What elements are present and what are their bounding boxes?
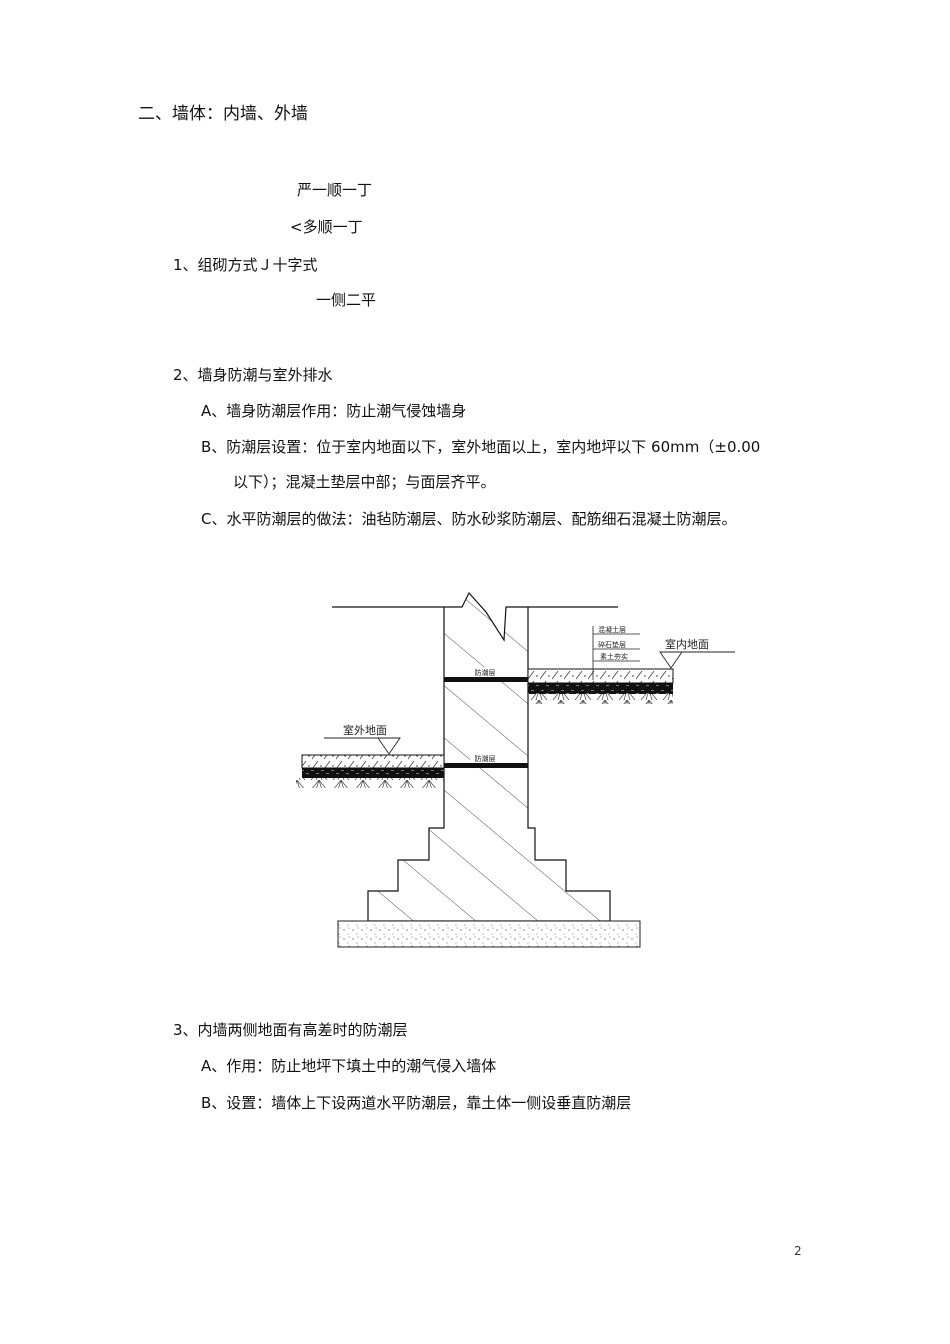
dpc-lower bbox=[444, 763, 528, 768]
outdoor-concrete bbox=[301, 754, 445, 769]
bond-item-1: 严一顺一丁 bbox=[297, 181, 373, 199]
bond-method-label: 1、组砌方式Ｊ十字式 bbox=[173, 256, 318, 274]
damp-proof-course-diagram: 防潮层 防潮层 混凝土层 碎石垫层 素土夯实 室内地面 室外地面 bbox=[296, 591, 735, 948]
section-3-a: A、作用：防止地坪下填土中的潮气侵入墙体 bbox=[201, 1057, 497, 1075]
outdoor-gravel bbox=[302, 768, 444, 778]
indoor-gravel bbox=[528, 683, 673, 694]
dpc-upper bbox=[444, 677, 528, 682]
bond-item-4: 一侧二平 bbox=[316, 291, 377, 309]
indoor-concrete bbox=[527, 668, 674, 684]
bond-item-2: <多顺一丁 bbox=[290, 218, 363, 236]
section-2-a: A、墙身防潮层作用：防止潮气侵蚀墙身 bbox=[201, 402, 467, 420]
dpc-lower-label: 防潮层 bbox=[475, 754, 496, 763]
layer-label-gravel: 碎石垫层 bbox=[598, 640, 626, 649]
section-2-c: C、水平防潮层的做法：油毡防潮层、防水砂浆防潮层、配筋细石混凝土防潮层。 bbox=[201, 510, 737, 528]
layer-label-concrete: 混凝土层 bbox=[598, 625, 626, 634]
indoor-ground-label: 室内地面 bbox=[665, 637, 709, 651]
foundation-base bbox=[337, 920, 641, 948]
section-3-b: B、设置：墙体上下设两道水平防潮层，靠土体一侧设垂直防潮层 bbox=[201, 1094, 632, 1112]
outdoor-soil bbox=[296, 778, 444, 788]
section-2-b-line2: 以下）；混凝土垫层中部；与面层齐平。 bbox=[233, 473, 496, 491]
page-number: 2 bbox=[794, 1244, 802, 1258]
section-heading: 二、墙体：内墙、外墙 bbox=[138, 104, 308, 124]
section-2-b-line1: B、防潮层设置：位于室内地面以下，室外地面以上，室内地坪以下 60mm（±0.0… bbox=[201, 438, 761, 456]
outdoor-level-marker bbox=[377, 737, 401, 755]
indoor-soil bbox=[528, 694, 673, 704]
section-2-title: 2、墙身防潮与室外排水 bbox=[173, 366, 333, 384]
outdoor-ground-label: 室外地面 bbox=[343, 723, 387, 737]
layer-label-soil: 素土夯实 bbox=[600, 652, 628, 661]
section-3-title: 3、内墙两侧地面有高差时的防潮层 bbox=[173, 1021, 408, 1039]
indoor-level-marker bbox=[659, 651, 683, 669]
dpc-upper-label: 防潮层 bbox=[475, 668, 496, 677]
